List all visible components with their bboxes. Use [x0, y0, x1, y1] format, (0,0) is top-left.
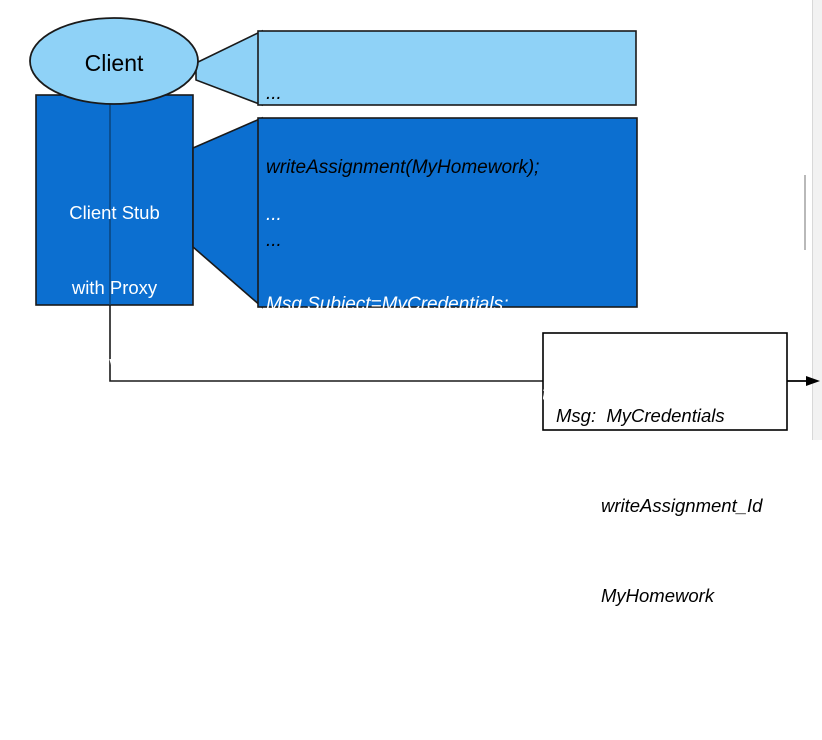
stub-code-line-6: ... — [266, 654, 282, 675]
client-code-line-2: writeAssignment(MyHomework); — [266, 156, 540, 178]
callout-stub-code-box[interactable] — [257, 117, 638, 308]
client-stub-label-line-2: with Proxy — [71, 277, 158, 298]
message-box-value-1: MyCredentials — [606, 405, 725, 426]
message-box-label: Msg: — [556, 405, 597, 426]
callout-stub-code-text: ... Msg.Subject=MyCredentials; Msg.Metho… — [266, 140, 579, 740]
callout-client-code-text: ... writeAssignment(MyHomework); ... — [266, 33, 539, 303]
client-stub-box[interactable] — [35, 94, 194, 306]
client-stub-label-line-1: Client Stub — [69, 202, 160, 223]
stub-code-line-4: Msg.Params= MyHomework; — [266, 474, 511, 495]
message-box-text: Msg: MyCredentials writeAssignment_Id My… — [556, 341, 762, 671]
message-box-value-2: writeAssignment_Id — [601, 495, 763, 516]
callout-client-code-tail — [195, 29, 263, 107]
callout-client-code-box[interactable] — [257, 30, 637, 106]
stub-code-line-1: ... — [266, 204, 282, 225]
message-box-value-3: MyHomework — [601, 585, 715, 606]
callout-stub-code-tail — [192, 116, 263, 309]
stub-code-line-5: send(Server, Msg); — [266, 564, 427, 585]
client-code-line-3: ... — [266, 230, 282, 251]
message-out-arrowhead — [806, 376, 820, 386]
diagram-canvas: Client Client Stub with Proxy (here with… — [29, 0, 822, 606]
diagram-vector-layer — [29, 0, 822, 440]
client-stub-label-line-4: PEP and PDP) — [53, 427, 176, 448]
client-stub-label: Client Stub with Proxy (here without PEP… — [36, 150, 193, 500]
stub-to-message-connector — [109, 305, 543, 382]
stub-code-line-3: Msg.Method_Id=writeAssignment_Id; — [266, 384, 580, 405]
right-edge-strip — [812, 0, 822, 440]
stub-code-line-2: Msg.Subject=MyCredentials; — [266, 294, 509, 315]
client-ellipse[interactable] — [29, 17, 199, 105]
message-box[interactable] — [542, 332, 788, 431]
client-stub-label-line-3: (here without — [61, 352, 168, 373]
message-box-row-1: Msg: MyCredentials — [556, 401, 762, 431]
client-code-line-1: ... — [266, 83, 282, 104]
message-box-value-1-wrap: MyCredentials — [596, 405, 725, 426]
client-node-label: Client — [84, 50, 144, 76]
